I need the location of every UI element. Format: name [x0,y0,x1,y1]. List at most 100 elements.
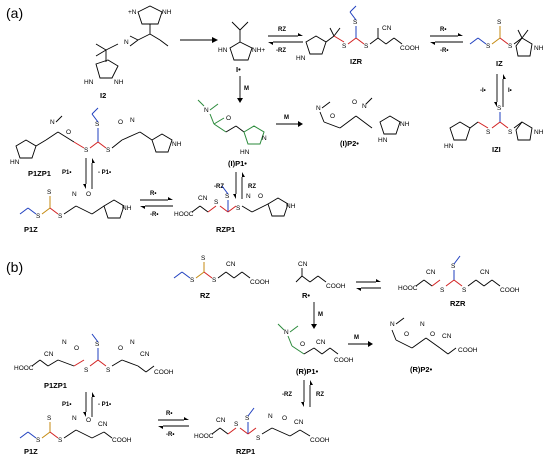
svg-text:S: S [451,263,456,270]
svg-text:CN: CN [294,419,304,426]
i2-label: I2 [100,91,106,100]
equilibrium-rz2-a: -RZ RZ [214,172,256,199]
svg-text:NH: NH [400,121,410,128]
svg-text:HOOC: HOOC [14,365,34,372]
label-rz2-reverse-a: -RZ [214,184,224,190]
svg-text:CN: CN [426,269,436,276]
rzp1-structure-b: HOOC CN S S S N O CN COOH RZP1 [194,407,330,456]
svg-text:N: N [390,321,395,328]
svg-text:O: O [74,345,79,352]
svg-text:S: S [462,287,467,294]
svg-text:S: S [58,437,63,444]
label-rz-reverse: -RZ [276,48,286,54]
svg-text:N: N [204,107,209,114]
svg-text:S: S [364,43,369,50]
equilibrium-rz-b: -RZ RZ [282,380,324,407]
i2-initiator-structure: +N NH N HN NH I2 [84,5,172,100]
svg-text:S: S [36,213,41,220]
svg-text:CN: CN [98,421,108,428]
svg-text:HOOC: HOOC [174,211,194,218]
svg-text:HOOC: HOOC [398,285,418,292]
svg-text:S: S [95,341,100,348]
label-i-reverse: -I• [480,88,486,94]
svg-text:S: S [236,205,241,212]
p1z-structure-a: S S S N O NH P1Z [19,189,132,234]
svg-text:S: S [36,437,41,444]
rzp1-label-b: RZP1 [236,447,255,456]
rp2-radical-structure: N O N O CN COOH (R)P2• [390,317,478,374]
svg-text:S: S [47,189,52,196]
label-r2-forward-a: R• [150,191,156,197]
svg-text:S: S [95,121,100,128]
rp1-radical-structure: N O CN COOH (R)P1• [277,323,354,376]
label-r-forward-b: R• [166,411,172,417]
rp2-label: (R)P2• [410,365,433,374]
svg-text:S: S [47,415,52,422]
svg-text:S: S [497,19,502,26]
svg-text:S: S [234,421,239,428]
label-p1-forward-a: P1• [62,170,71,176]
equilibrium-rzr-b [356,279,381,291]
svg-text:O: O [86,417,91,424]
ip2-radical-structure: N O O N NH HN (I)P2• [316,97,410,148]
svg-text:COOH: COOH [250,279,270,286]
p1z-structure-b: S S S N O CN COOH P1Z [19,415,132,456]
svg-text:N: N [262,135,267,142]
label-m-b1: M [318,312,323,318]
i-radical-structure: HN NH+ I• [218,21,265,74]
rp1-label: (R)P1• [296,367,319,376]
label-rz-forward-b: RZ [316,392,324,398]
svg-text:S: S [212,277,217,284]
label-r-forward: R• [440,27,446,33]
svg-text:HOOC: HOOC [194,433,214,440]
svg-text:CN: CN [480,269,490,276]
iz-label: IZ [496,59,503,68]
svg-text:S: S [342,43,347,50]
equilibrium-r-b: R• -R• [158,411,189,438]
svg-text:COOH: COOH [154,369,174,376]
svg-text:HN: HN [218,47,228,54]
iz-structure: S S S NH IZ [469,19,544,68]
equilibrium-rz-a: RZ -RZ [268,27,303,54]
svg-text:HN: HN [296,55,306,62]
svg-text:O: O [300,341,305,348]
ip1-radical-structure: N O N HN (I)P1• [197,99,267,168]
ip2-label: (I)P2• [340,139,359,148]
rz-label: RZ [200,291,210,300]
svg-text:NH: NH [162,9,172,16]
svg-text:NH: NH [114,79,124,86]
svg-text:O: O [282,415,287,422]
svg-text:N: N [72,415,77,422]
svg-text:S: S [486,129,491,136]
r-radical-structure: CN COOH R• [295,261,346,300]
label-rz2-forward-a: RZ [248,184,256,190]
svg-text:CN: CN [216,417,226,424]
rz-structure: S S S CN COOH RZ [173,255,270,300]
label-r2-reverse-a: -R• [150,212,158,218]
svg-text:HN: HN [378,137,388,144]
svg-text:HN: HN [444,143,454,150]
svg-text:O: O [66,129,71,136]
svg-text:N: N [420,321,425,328]
label-r-reverse: -R• [440,48,448,54]
label-i-forward: I• [508,88,512,94]
svg-text:NH: NH [534,45,544,52]
svg-text:O: O [330,113,335,120]
svg-text:N: N [62,339,67,346]
svg-text:S: S [245,415,250,422]
svg-text:N: N [284,329,289,336]
svg-text:O: O [258,193,263,200]
svg-text:HN: HN [84,79,94,86]
svg-text:S: S [508,43,513,50]
svg-text:O: O [352,99,357,106]
svg-text:S: S [508,129,513,136]
svg-text:S: S [440,287,445,294]
svg-text:S: S [225,193,230,200]
label-p1-forward-b: P1• [62,402,71,408]
svg-text:N: N [130,339,135,346]
equilibrium-i-a: -I• I• [480,74,512,107]
svg-text:NH: NH [534,129,544,136]
svg-text:CN: CN [382,25,392,32]
svg-text:S: S [256,435,261,442]
